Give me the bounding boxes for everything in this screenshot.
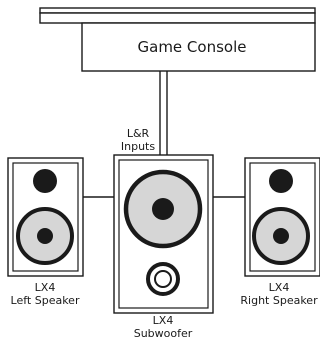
left-speaker-label-line2: Left Speaker xyxy=(10,294,80,307)
subwoofer-label-line1: LX4 xyxy=(152,314,174,327)
input-cable xyxy=(159,71,168,155)
console-upper-deck xyxy=(39,12,316,24)
left-speaker-tweeter xyxy=(33,169,57,193)
console-body xyxy=(81,22,316,72)
console-title: Game Console xyxy=(137,38,247,56)
right-speaker-tweeter xyxy=(269,169,293,193)
right-speaker-label-line1: LX4 xyxy=(268,281,290,294)
inputs-label-line2: Inputs xyxy=(120,140,156,153)
game-console xyxy=(39,7,316,72)
left-speaker-label-line1: LX4 xyxy=(34,281,56,294)
console-top-panel xyxy=(39,7,316,14)
inputs-label-line1: L&R xyxy=(126,127,150,140)
left-speaker xyxy=(7,157,84,277)
left-speaker-dust-cap xyxy=(37,228,53,244)
right-speaker xyxy=(244,157,320,277)
subwoofer-dust-cap xyxy=(152,198,174,220)
subwoofer xyxy=(113,154,214,314)
subwoofer-port-inner xyxy=(154,270,172,288)
right-speaker-label-line2: Right Speaker xyxy=(240,294,318,307)
subwoofer-label-line2: Subwoofer xyxy=(133,327,193,340)
right-speaker-dust-cap xyxy=(273,228,289,244)
